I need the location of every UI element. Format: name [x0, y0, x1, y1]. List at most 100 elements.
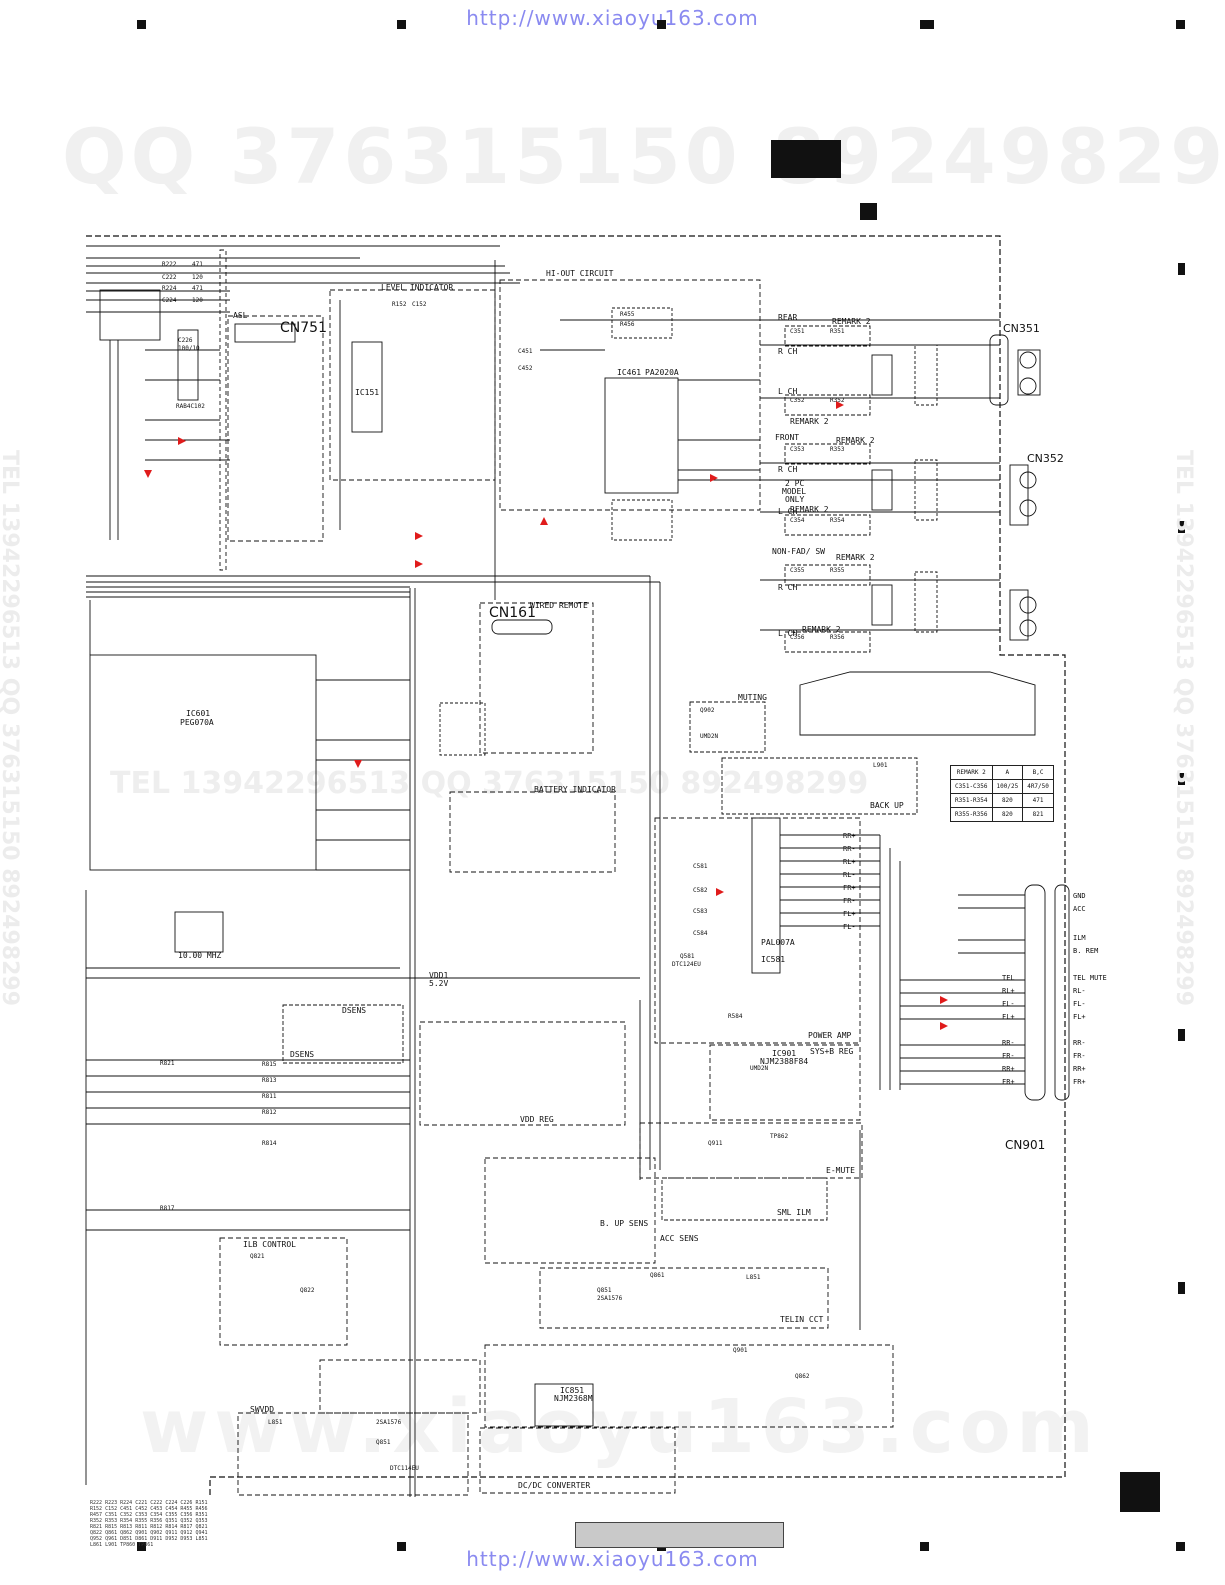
part-label: C355 [165, 1512, 181, 1518]
svg-text:GND: GND [1073, 892, 1086, 900]
part-label: Q352 [180, 1518, 196, 1524]
remark-table: REMARK 2 A B,C C351-C356 100/25 4R7/50 R… [950, 765, 1054, 822]
svg-text:IC151: IC151 [355, 388, 379, 397]
part-label: Q912 [180, 1530, 196, 1536]
svg-text:B. REM: B. REM [1073, 947, 1098, 955]
svg-text:RR+: RR+ [1073, 1065, 1086, 1073]
svg-text:R813: R813 [262, 1077, 277, 1084]
part-label: Q961 [105, 1536, 121, 1542]
svg-text:FL-: FL- [843, 923, 856, 931]
part-label: Q901 [135, 1530, 151, 1536]
part-label: R814 [165, 1524, 181, 1530]
svg-text:REMARK 2: REMARK 2 [790, 505, 829, 514]
part-label: C356 [180, 1512, 196, 1518]
svg-text:R455: R455 [620, 311, 635, 318]
part-label: R812 [150, 1524, 166, 1530]
svg-text:C451: C451 [518, 348, 533, 355]
svg-text:UMD2N: UMD2N [750, 1065, 768, 1072]
svg-text:C355: C355 [790, 567, 805, 574]
svg-text:DSENS: DSENS [290, 1050, 314, 1059]
svg-text:RR-: RR- [1002, 1039, 1015, 1047]
part-label: R813 [120, 1524, 136, 1530]
svg-text:C583: C583 [693, 908, 708, 915]
svg-text:UMD2N: UMD2N [700, 733, 718, 740]
svg-text:C351: C351 [790, 328, 805, 335]
part-label: R352 [90, 1518, 106, 1524]
svg-text:IC461: IC461 [617, 368, 641, 377]
part-label: Q911 [165, 1530, 181, 1536]
part-label: Q821 [195, 1524, 208, 1530]
svg-text:RL-: RL- [843, 871, 856, 879]
svg-text:Q901: Q901 [733, 1347, 748, 1354]
part-label: C224 [165, 1500, 181, 1506]
part-label: L861 [90, 1542, 106, 1548]
svg-text:R353: R353 [830, 446, 845, 453]
svg-text:R355: R355 [830, 567, 845, 574]
part-label: C353 [135, 1512, 151, 1518]
part-label: C453 [150, 1506, 166, 1512]
svg-text:RR+: RR+ [1002, 1065, 1015, 1073]
part-label: Q353 [195, 1518, 208, 1524]
part-label: D952 [165, 1536, 181, 1542]
part-label: R457 [90, 1512, 106, 1518]
part-label: L851 [195, 1536, 208, 1542]
svg-text:E-MUTE: E-MUTE [826, 1166, 855, 1175]
svg-text:ASL: ASL [233, 311, 248, 320]
svg-text:R CH: R CH [778, 465, 797, 474]
table-row: R351-R354 820 471 [950, 793, 1054, 808]
svg-text:FRONT: FRONT [775, 433, 799, 442]
bottom-url: http://www.xiaoyu163.com [466, 1547, 759, 1571]
svg-text:C354: C354 [790, 517, 805, 524]
part-label: TP861 [138, 1542, 154, 1548]
registration-mark [1178, 1282, 1185, 1294]
parts-strip: R222 R223 R224 C221 C222 C224 C226 R151 … [90, 1500, 210, 1570]
svg-text:DSENS: DSENS [342, 1006, 366, 1015]
svg-text:PA2020A: PA2020A [645, 368, 679, 377]
svg-text:FL+: FL+ [1002, 1013, 1015, 1021]
cn352-label: CN352 [1027, 452, 1064, 465]
svg-text:RAB4C102: RAB4C102 [176, 403, 205, 410]
svg-text:FR+: FR+ [1073, 1078, 1086, 1086]
svg-text:RR+: RR+ [843, 832, 856, 840]
part-label: Q952 [90, 1536, 106, 1542]
svg-text:FL-: FL- [1073, 1000, 1086, 1008]
svg-text:ACC: ACC [1073, 905, 1086, 913]
svg-text:IC901: IC901 [772, 1049, 796, 1058]
svg-text:C226: C226 [178, 337, 193, 344]
part-label: C354 [150, 1512, 166, 1518]
svg-text:DTC124EU: DTC124EU [672, 961, 701, 968]
part-label: L901 [105, 1542, 121, 1548]
svg-text:R224: R224 [162, 285, 177, 292]
svg-text:REAR: REAR [778, 313, 797, 322]
part-label: Q861 [105, 1530, 121, 1536]
svg-text:120: 120 [192, 297, 203, 304]
svg-text:Q822: Q822 [300, 1287, 315, 1294]
cn751-label: CN751 [280, 320, 327, 336]
svg-text:R CH: R CH [778, 347, 797, 356]
registration-mark [397, 20, 406, 29]
part-label: R455 [180, 1506, 196, 1512]
svg-text:100/10: 100/10 [178, 345, 200, 352]
svg-text:R152: R152 [392, 301, 407, 308]
svg-text:C582: C582 [693, 887, 708, 894]
svg-text:C224: C224 [162, 297, 177, 304]
svg-text:ACC SENS: ACC SENS [660, 1234, 699, 1243]
registration-mark [1178, 773, 1185, 785]
svg-text:R821: R821 [160, 1060, 175, 1067]
svg-text:NJM2368M: NJM2368M [554, 1394, 593, 1403]
part-label: C351 [105, 1512, 121, 1518]
part-label: D851 [120, 1536, 136, 1542]
svg-text:Q902: Q902 [700, 707, 715, 714]
svg-text:RR-: RR- [843, 845, 856, 853]
part-label: R817 [180, 1524, 196, 1530]
svg-text:TEL: TEL [1002, 974, 1015, 982]
svg-text:VDD REG: VDD REG [520, 1115, 554, 1124]
page-marker [1120, 1472, 1160, 1512]
part-label: Q351 [165, 1518, 181, 1524]
registration-mark [1176, 1542, 1185, 1551]
svg-text:DC/DC CONVERTER: DC/DC CONVERTER [518, 1481, 590, 1490]
svg-text:ILB CONTROL: ILB CONTROL [243, 1240, 296, 1249]
svg-text:ONLY: ONLY [785, 495, 804, 504]
top-url: http://www.xiaoyu163.com [466, 6, 759, 30]
